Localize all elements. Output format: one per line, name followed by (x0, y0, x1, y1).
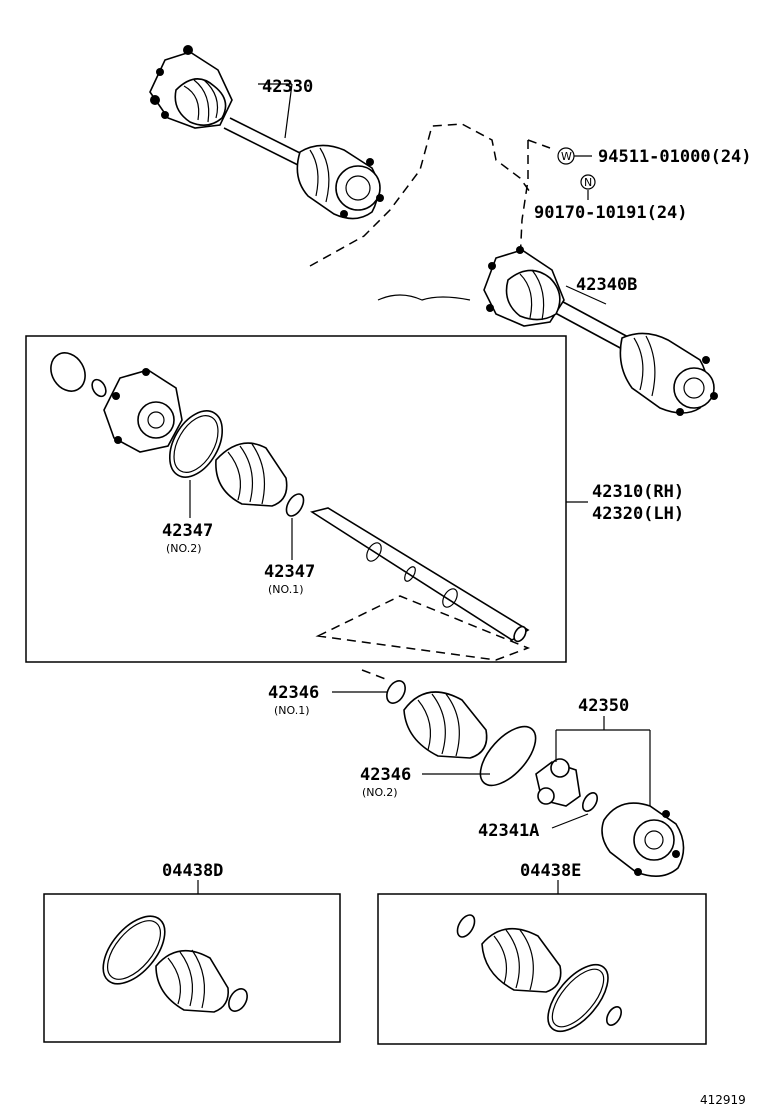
drive-shaft-42340b: 42340B (377, 246, 718, 416)
label-42347-no1: 42347 (264, 562, 315, 582)
label-42340b: 42340B (576, 275, 637, 295)
assembly-box-42310: 42310(RH) 42320(LH) 42347 (NO.2) (25, 335, 684, 663)
label-90170: 90170-10191(24) (534, 203, 688, 223)
kit-box-04438e: 04438E (377, 861, 707, 1045)
label-42347-no2: 42347 (162, 521, 213, 541)
label-42320: 42320(LH) (592, 504, 684, 524)
label-04438e: 04438E (520, 861, 581, 881)
washer-icon: W (561, 150, 572, 163)
label-42346-no2: 42346 (360, 765, 411, 785)
vehicle-outline-dashed (309, 123, 551, 267)
label-42350: 42350 (578, 696, 629, 716)
label-94511: 94511-01000(24) (598, 147, 752, 167)
label-42341a: 42341A (478, 821, 539, 841)
nut-icon: N (584, 176, 592, 189)
label-42346-no1: 42346 (268, 683, 319, 703)
fastener-callouts: W 94511-01000(24) N 90170-10191(24) (534, 147, 752, 223)
kit-box-04438d: 04438D (43, 861, 341, 1043)
inner-joint-parts: 42346 (NO.1) 42346 (NO.2) 42341A 42350 (268, 680, 685, 877)
label-42346-no1-sub: (NO.1) (274, 704, 310, 717)
label-42330: 42330 (262, 77, 313, 97)
diagram-reference-number: 412919 (700, 1093, 746, 1107)
drive-shaft-42330: 42330 (149, 45, 384, 220)
label-42347-no1-sub: (NO.1) (268, 583, 304, 596)
label-42347-no2-sub: (NO.2) (166, 542, 202, 555)
label-42310: 42310(RH) (592, 482, 684, 502)
label-42346-no2-sub: (NO.2) (362, 786, 398, 799)
label-04438d: 04438D (162, 861, 223, 881)
